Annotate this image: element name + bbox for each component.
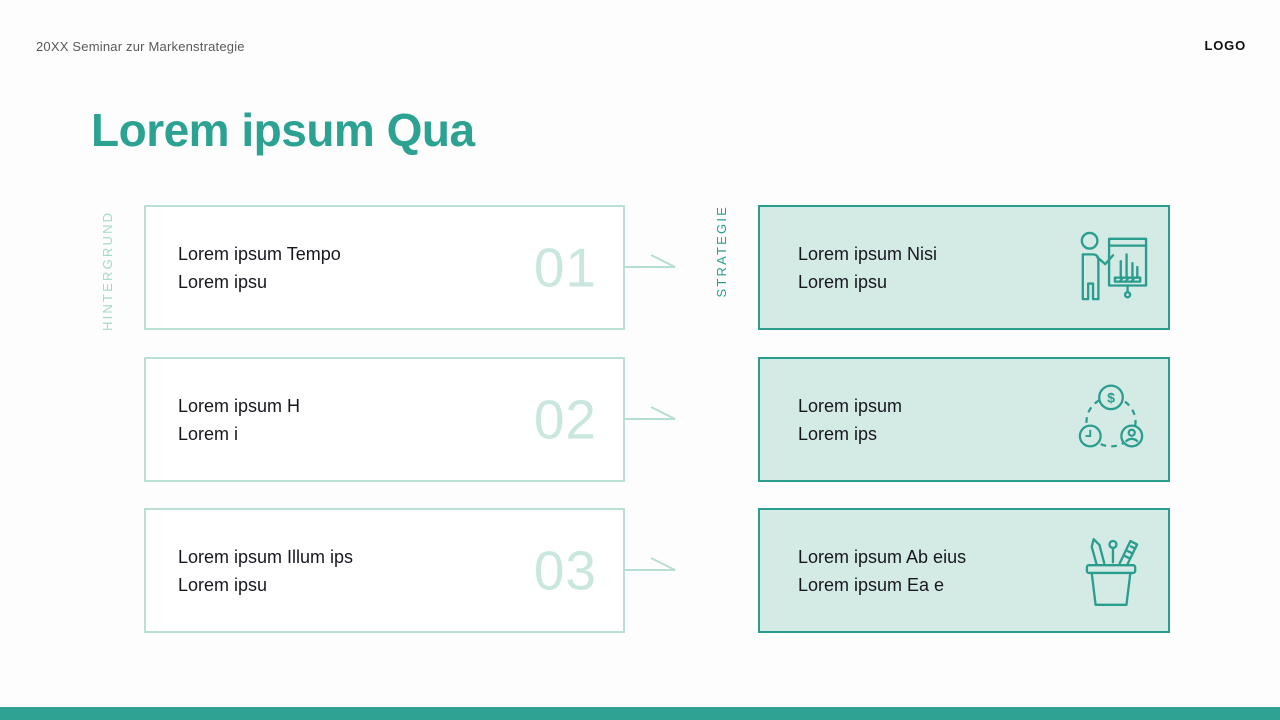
arrow-connector-icon [624,254,676,268]
background-box-3: Lorem ipsum Illum ips Lorem ipsu 03 [144,508,625,633]
text-line: Lorem ips [798,423,878,444]
text-line: Lorem ipsum Ab eius [798,546,967,567]
footer-accent-bar [0,707,1280,720]
background-box-2: Lorem ipsum H Lorem i 02 [144,357,625,482]
text-line: Lorem ipsum H [178,395,301,416]
slide-eyebrow: 20XX Seminar zur Markenstrategie [36,39,245,54]
section-label-hintergrund: HINTERGRUND [100,210,115,331]
strategy-box-3-text: Lorem ipsum Ab eius Lorem ipsum Ea e [798,543,966,599]
strategy-box-2: Lorem ipsum Lorem ips $ [758,357,1170,482]
step-number-01: 01 [533,236,597,298]
background-box-2-text: Lorem ipsum H Lorem i [178,392,300,448]
stationery-cup-icon [1085,537,1139,606]
money-time-people-cycle-icon: $ [1078,383,1144,448]
text-line: Lorem ipsu [798,271,888,292]
arrow-connector-icon [624,557,676,571]
text-line: Lorem ipsu [178,574,268,595]
strategy-box-3: Lorem ipsum Ab eius Lorem ipsum Ea e [758,508,1170,633]
presentation-board-icon [1080,231,1148,300]
arrow-connector-icon [624,406,676,420]
background-box-1-text: Lorem ipsum Tempo Lorem ipsu [178,240,341,296]
strategy-box-1: Lorem ipsum Nisi Lorem ipsu [758,205,1170,330]
text-line: Lorem ipsu [178,271,268,292]
section-label-strategie: STRATEGIE [714,205,729,298]
logo-text: LOGO [1204,38,1246,53]
background-box-3-text: Lorem ipsum Illum ips Lorem ipsu [178,543,353,599]
slide-title: Lorem ipsum Qua [91,104,475,156]
text-line: Lorem ipsum Tempo [178,243,341,264]
text-line: Lorem ipsum Nisi [798,243,938,264]
step-number-02: 02 [533,388,597,450]
background-box-1: Lorem ipsum Tempo Lorem ipsu 01 [144,205,625,330]
text-line: Lorem i [178,423,239,444]
text-line: Lorem ipsum Ea e [798,574,945,595]
text-line: Lorem ipsum [798,395,903,416]
strategy-box-2-text: Lorem ipsum Lorem ips [798,392,902,448]
text-line: Lorem ipsum Illum ips [178,546,354,567]
strategy-box-1-text: Lorem ipsum Nisi Lorem ipsu [798,240,937,296]
step-number-03: 03 [533,539,597,601]
svg-text:$: $ [1107,389,1115,405]
